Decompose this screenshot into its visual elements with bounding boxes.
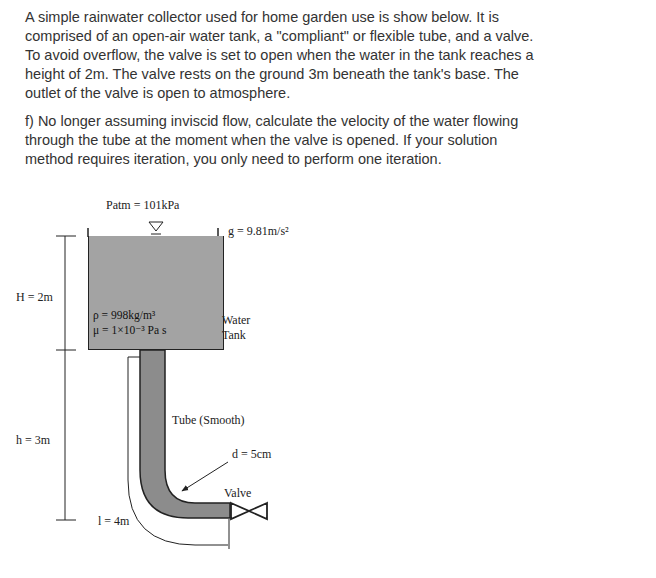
valve-symbol [231,503,267,519]
dimension-label: d = 5cm [232,447,271,462]
fluid-property: μ = 1×10⁻³ Pa s [93,323,223,338]
dimension-tick [56,236,76,237]
part-name: Tube (Smooth) [172,413,245,428]
part-name: Valve [224,486,251,501]
part-name: Water Tank [222,313,258,343]
problem-statement: A simple rainwater collector used for ho… [25,8,545,103]
question-text: f) No longer assuming inviscid flow, cal… [25,112,535,169]
dimension-label: l = 4m [96,514,131,529]
flexible-tube [140,350,230,518]
water-tank: ρ = 998kg/m³μ = 1×10⁻³ Pa s [88,236,224,350]
water-level-symbol [151,234,161,235]
dimension-tick [128,357,140,358]
leader-arrow [182,462,228,491]
pressure-label: Patm = 101kPa [106,198,179,213]
fluid-property: ρ = 998kg/m³ [93,308,223,323]
water-level-symbol [149,222,163,231]
dimension-label: h = 3m [16,433,50,448]
dimension-label: H = 2m [16,290,53,305]
gravity-label: g = 9.81m/s² [228,224,289,239]
dimension-tick [229,519,230,549]
dimension-tick [56,350,76,351]
dimension-tick [56,520,76,521]
length-dimension-line [128,357,228,545]
dimension-line [65,236,66,520]
